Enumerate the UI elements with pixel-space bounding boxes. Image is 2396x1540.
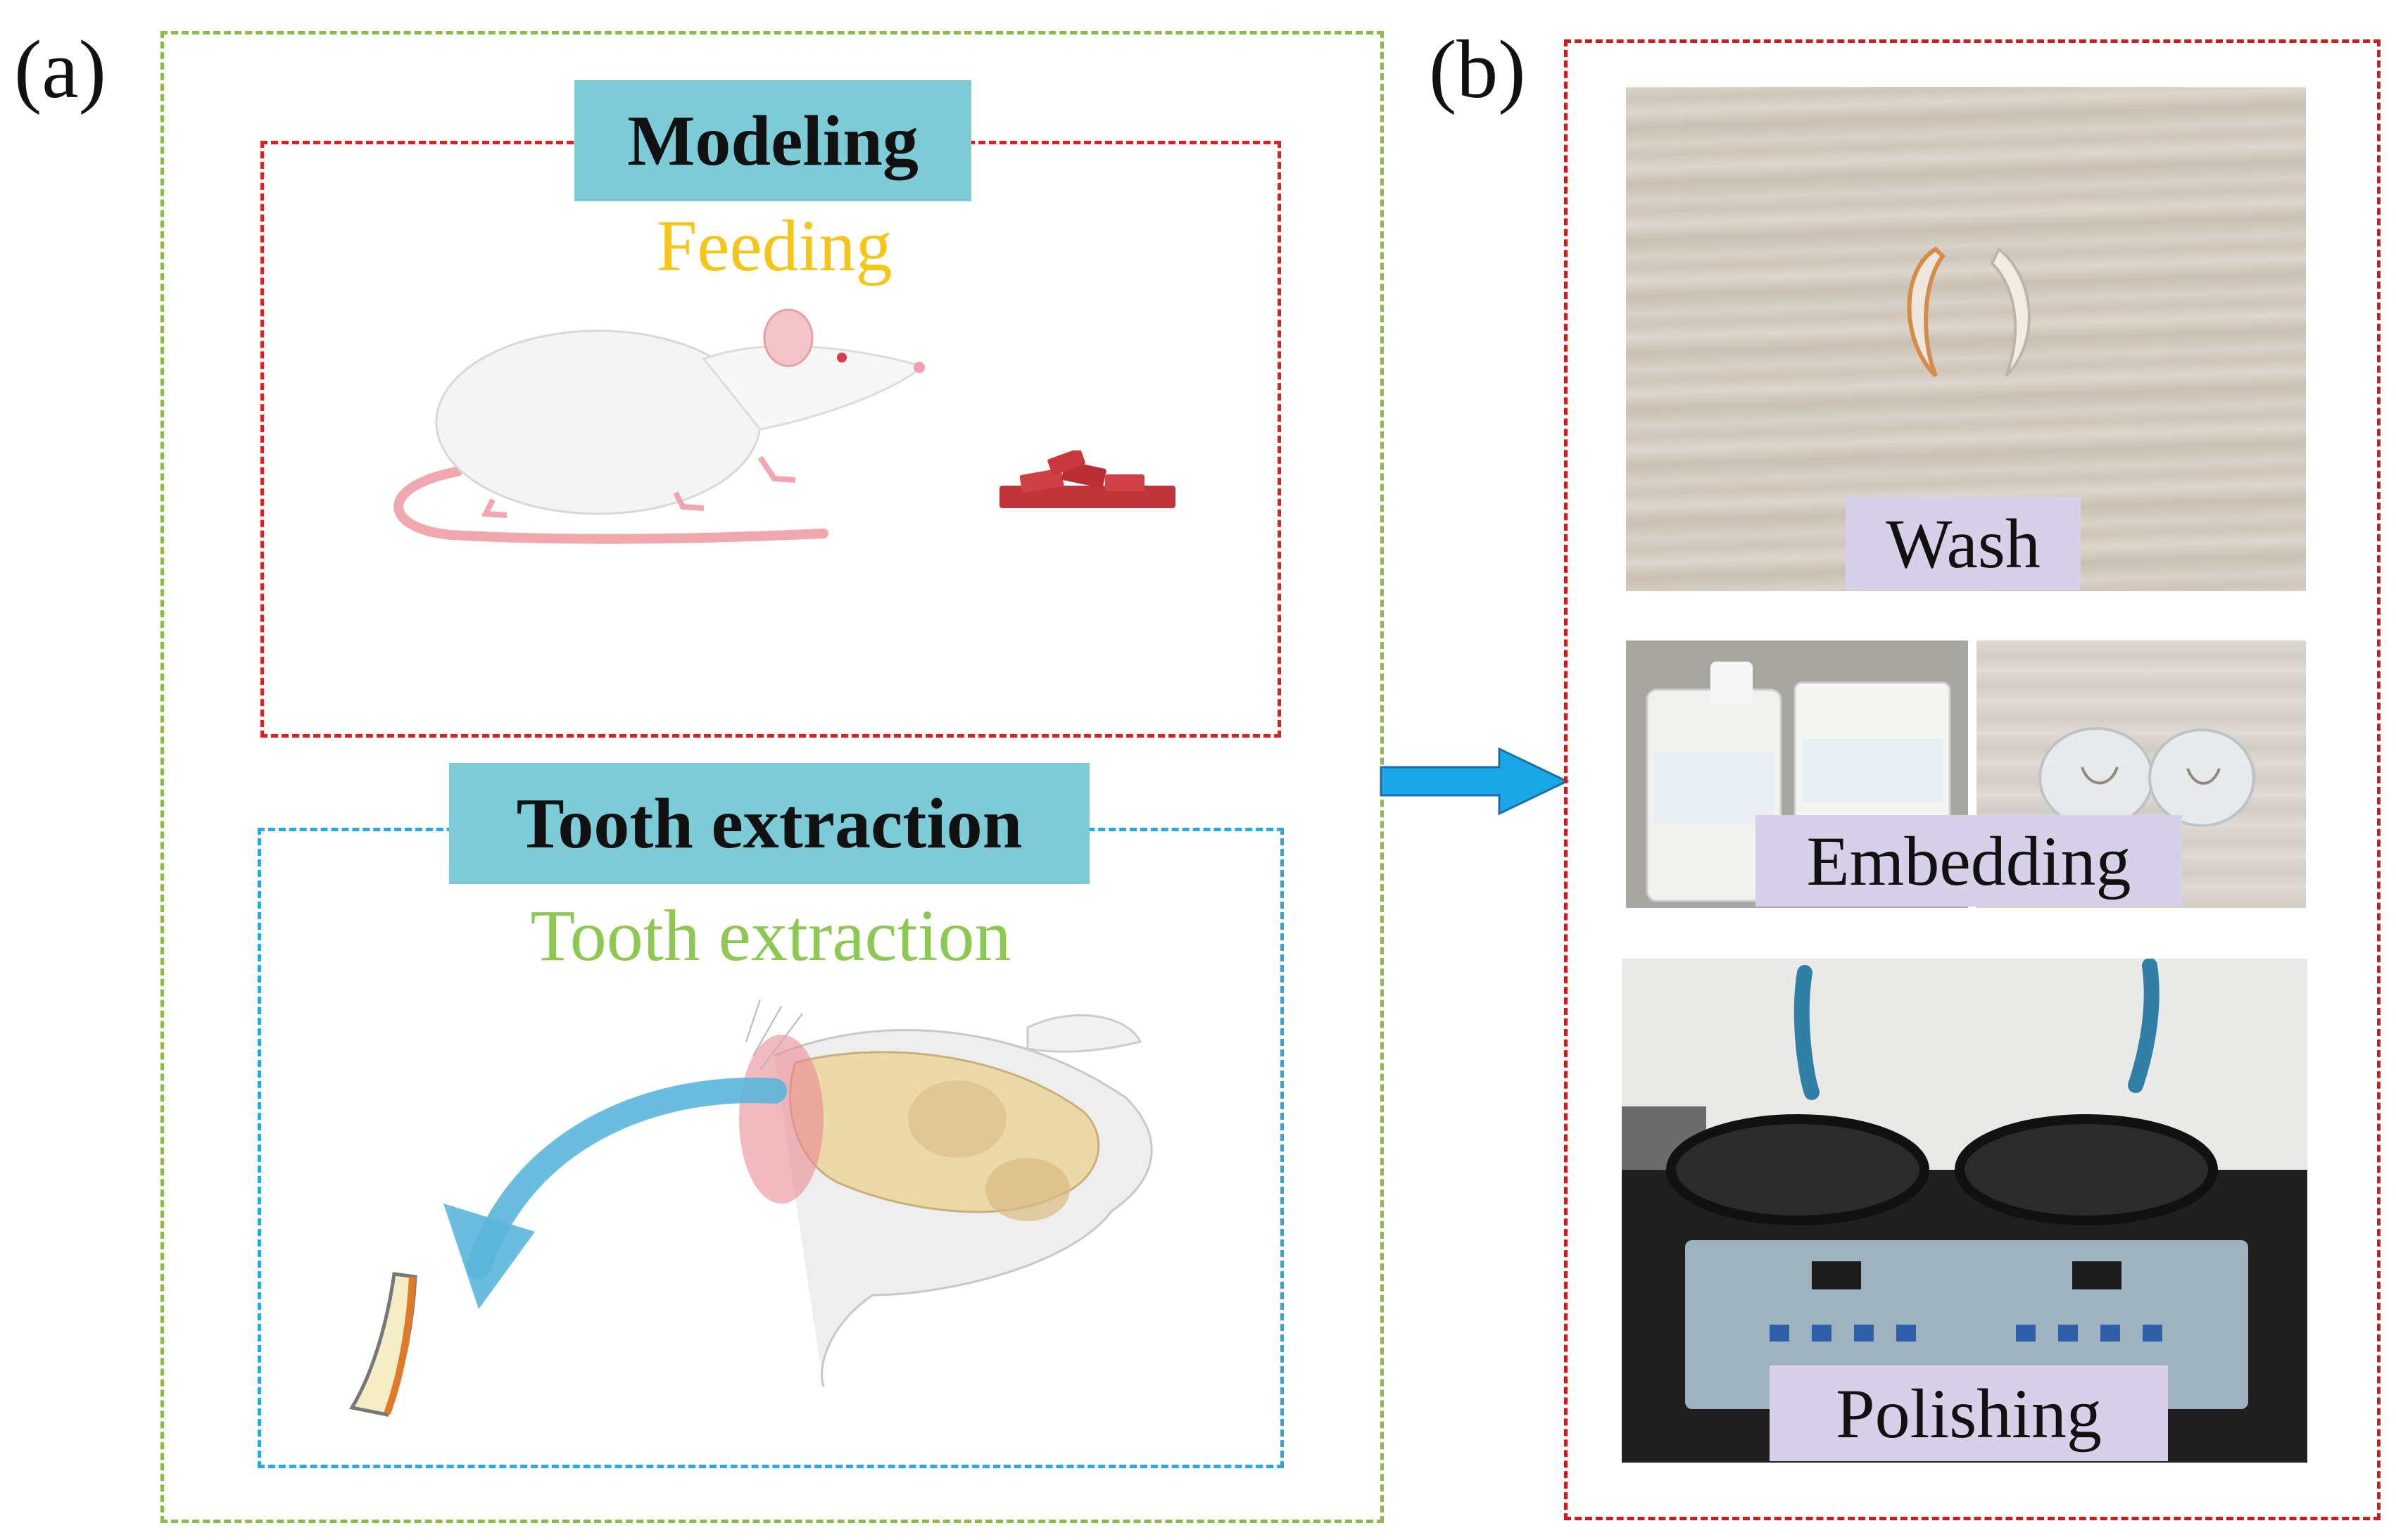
modeling-title: Modeling bbox=[574, 80, 971, 201]
polishing-label: Polishing bbox=[1770, 1365, 2168, 1461]
panel-b-label: (b) bbox=[1429, 23, 1526, 115]
curved-arrow bbox=[436, 1056, 788, 1323]
panel-b-frame bbox=[1564, 39, 2381, 1520]
feeding-subtitle: Feeding bbox=[656, 206, 893, 286]
rat-skull bbox=[732, 999, 1168, 1394]
tooth-fragment bbox=[345, 1267, 429, 1422]
rat-illustration bbox=[366, 282, 943, 549]
wash-label: Wash bbox=[1846, 497, 2081, 590]
extraction-subtitle: Tooth extraction bbox=[530, 895, 1011, 976]
extraction-title: Tooth extraction bbox=[449, 763, 1090, 884]
embedding-label: Embedding bbox=[1755, 815, 2182, 907]
panel-a-label: (a) bbox=[14, 23, 106, 115]
food-pellets bbox=[1000, 450, 1175, 514]
right-arrow bbox=[1380, 746, 1570, 816]
